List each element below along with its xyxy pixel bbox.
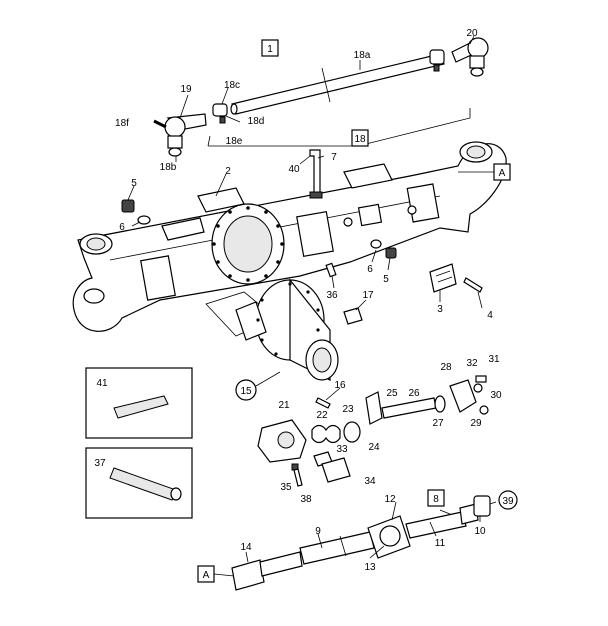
callout-circle-39 — [498, 490, 518, 510]
callout-label: 6 — [367, 264, 373, 275]
callout-label: 18b — [160, 162, 177, 173]
tie-rod-assembly — [153, 37, 489, 157]
callout-label: 32 — [466, 358, 478, 369]
identification-plate — [429, 263, 483, 293]
callout-label: 12 — [384, 494, 396, 505]
callout-label: 18d — [248, 116, 265, 127]
callout-box-1 — [261, 39, 279, 57]
callout-label: 1 — [267, 44, 273, 55]
callout-label: 38 — [300, 494, 312, 505]
callout-label: 18a — [354, 50, 371, 61]
housing-bolt-circle — [212, 206, 284, 282]
callout-label: 41 — [96, 378, 108, 389]
tie-rod-clamp-right — [429, 49, 445, 72]
tie-rod-tube — [230, 53, 445, 115]
inset-box-37 — [85, 447, 193, 519]
callout-label: 8 — [433, 494, 439, 505]
callout-box-A-bottom — [197, 565, 215, 583]
callout-label: 4 — [487, 310, 493, 321]
callout-box-18 — [351, 129, 369, 147]
tie-rod-clamp-left — [212, 103, 228, 124]
callout-label: 18c — [224, 80, 240, 91]
callout-label: 22 — [316, 410, 328, 421]
callout-label: 34 — [364, 476, 376, 487]
callout-label: 5 — [383, 274, 389, 285]
callout-label: 9 — [315, 526, 321, 537]
callout-label: 17 — [362, 290, 374, 301]
inset-box-41 — [85, 367, 193, 439]
callout-label: 21 — [278, 400, 290, 411]
drain-plug-right — [370, 239, 397, 259]
drain-plug-left — [121, 199, 151, 225]
callout-label: 40 — [288, 164, 300, 175]
callout-label: 5 — [131, 178, 137, 189]
callout-label: 18e — [226, 136, 243, 147]
callout-box-8 — [427, 489, 445, 507]
differential-carrier — [205, 278, 339, 381]
callout-label: 15 — [240, 386, 252, 397]
callout-label: 29 — [470, 418, 482, 429]
callout-label: 28 — [440, 362, 452, 373]
callout-label: A — [499, 168, 506, 179]
callout-label: 24 — [368, 442, 380, 453]
callout-label: 33 — [336, 444, 348, 455]
callout-label: 14 — [240, 542, 252, 553]
tie-rod-end-right — [451, 37, 489, 77]
callout-label: 6 — [119, 222, 125, 233]
callout-label: 20 — [466, 28, 478, 39]
callout-label: 7 — [331, 152, 337, 163]
callout-labels: 1 2 3 4 5 5 6 6 7 8 9 10 11 12 13 14 15 … — [94, 28, 514, 581]
callout-label: 35 — [280, 482, 292, 493]
callout-label: 27 — [432, 418, 444, 429]
callout-label: 3 — [437, 304, 443, 315]
callout-label: 10 — [474, 526, 486, 537]
callout-label: 30 — [490, 390, 502, 401]
callout-label: 31 — [488, 354, 500, 365]
propeller-shaft — [231, 495, 491, 591]
callout-label: 19 — [180, 84, 192, 95]
callout-label: 13 — [364, 562, 376, 573]
tie-rod-end-left — [164, 113, 207, 157]
leader-lines — [127, 35, 497, 577]
callout-label: 23 — [342, 404, 354, 415]
callout-box-A-top — [493, 163, 511, 181]
callout-label: A — [203, 570, 210, 581]
callout-circle-15 — [235, 379, 257, 401]
callout-label: 37 — [94, 458, 106, 469]
callout-label: 16 — [334, 380, 346, 391]
callout-label: 36 — [326, 290, 338, 301]
callout-label: 11 — [435, 538, 446, 549]
callout-label: 26 — [408, 388, 420, 399]
axle-housing — [72, 141, 507, 332]
callout-label: 2 — [225, 166, 231, 177]
callout-label: 18f — [115, 118, 129, 129]
callout-label: 25 — [386, 388, 398, 399]
callout-label: 18 — [354, 134, 366, 145]
drive-pinion-parts — [257, 375, 489, 487]
callout-label: 39 — [502, 496, 514, 507]
